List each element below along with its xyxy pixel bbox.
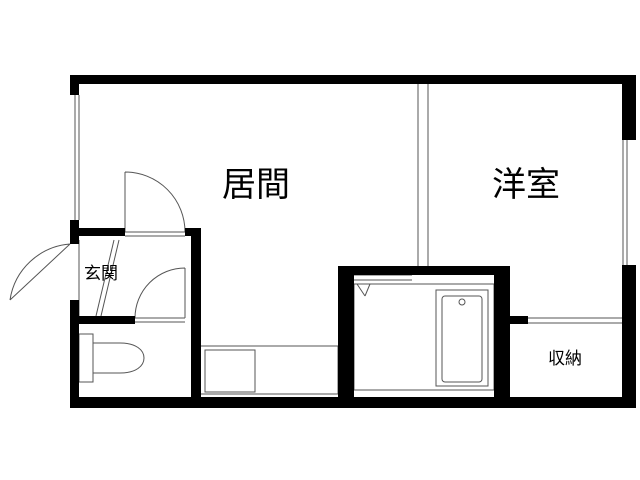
toilet-tank xyxy=(78,333,94,383)
toilet-bowl xyxy=(92,342,145,374)
bathtub xyxy=(435,289,489,387)
thin-fixtures xyxy=(9,84,628,395)
room-label-western-room: 洋室 xyxy=(492,165,560,205)
walls xyxy=(70,75,636,408)
room-label-entrance: 玄関 xyxy=(84,264,118,284)
door-living xyxy=(124,171,186,233)
door-entrance xyxy=(9,243,71,301)
kitchen-sink xyxy=(204,349,256,393)
kitchen-counter xyxy=(199,345,339,395)
room-label-storage: 収納 xyxy=(548,349,582,369)
door-toilet xyxy=(134,267,186,319)
room-label-living: 居間 xyxy=(222,165,290,205)
bath-area xyxy=(353,283,495,391)
